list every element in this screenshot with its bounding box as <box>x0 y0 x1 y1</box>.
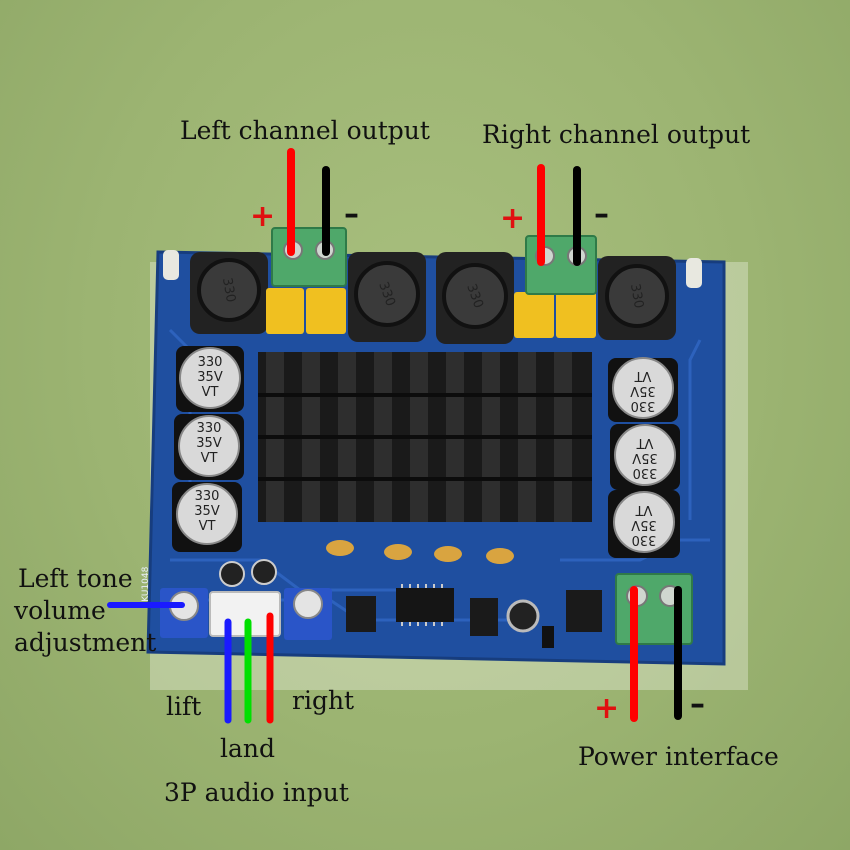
tone-label-line2: volume <box>14 596 106 625</box>
cap-right-3: 330 35V VT <box>608 490 680 558</box>
svg-text:35V: 35V <box>196 436 222 451</box>
film-cap-1 <box>266 288 304 334</box>
board-model-text: XKU1048 <box>141 566 151 608</box>
small-cap-c36 <box>506 599 540 633</box>
film-cap-3 <box>514 292 554 338</box>
power-plus: + <box>594 691 620 726</box>
potentiometer-left <box>160 588 208 638</box>
smd-resistors <box>346 596 376 632</box>
svg-text:330: 330 <box>198 355 223 370</box>
inductor-1-value: 330 <box>219 277 238 304</box>
film-cap-4 <box>556 292 596 338</box>
small-cap-c30 <box>251 559 277 585</box>
right-output-label: Right channel output <box>482 120 751 149</box>
right-output-plus: + <box>500 201 526 236</box>
inductor-4-value: 330 <box>627 283 646 310</box>
ic-chip <box>396 584 454 626</box>
potentiometer-right <box>284 588 332 640</box>
cap-left-1: 330 35V VT <box>176 346 244 412</box>
left-output-terminal <box>271 227 347 287</box>
left-output-minus: – <box>344 197 359 232</box>
right-output-minus: – <box>594 197 609 232</box>
standoff-right <box>686 258 702 288</box>
svg-text:330: 330 <box>631 398 656 413</box>
inductor-3: 330 <box>436 252 514 344</box>
power-interface-label: Power interface <box>578 742 779 771</box>
tone-label-line1: Left tone <box>18 564 133 593</box>
svg-text:330: 330 <box>632 532 657 547</box>
audio-right-label: right <box>292 686 355 715</box>
ceramic-caps <box>326 540 514 564</box>
inductor-4: 330 <box>598 256 676 340</box>
svg-text:35V: 35V <box>631 517 657 532</box>
svg-text:35V: 35V <box>630 383 656 398</box>
diode-d1 <box>566 590 602 632</box>
audio-lift-label: lift <box>166 692 202 721</box>
smd-resistors-2 <box>470 598 498 636</box>
audio-input-label: 3P audio input <box>164 778 349 807</box>
cap-right-2: 330 35V VT <box>610 424 680 490</box>
inductor-1: 330 <box>190 252 268 334</box>
cap-right-1: 330 35V VT <box>608 357 678 422</box>
svg-text:VT: VT <box>199 519 216 534</box>
inductor-2: 330 <box>348 252 426 342</box>
audio-land-label: land <box>220 734 276 763</box>
svg-text:330: 330 <box>197 421 222 436</box>
svg-text:VT: VT <box>201 451 218 466</box>
svg-text:35V: 35V <box>194 504 220 519</box>
cap-left-2: 330 35V VT <box>174 414 244 480</box>
film-cap-2 <box>306 288 346 334</box>
power-minus: – <box>690 687 705 722</box>
small-cap-c21 <box>219 561 245 587</box>
svg-text:VT: VT <box>635 368 652 383</box>
svg-text:330: 330 <box>195 489 220 504</box>
heatsink <box>258 352 592 522</box>
standoff-left <box>163 250 179 280</box>
svg-text:35V: 35V <box>197 370 223 385</box>
svg-text:VT: VT <box>637 435 654 450</box>
svg-text:VT: VT <box>636 502 653 517</box>
svg-text:330: 330 <box>633 465 658 480</box>
diode-d3 <box>542 626 554 648</box>
left-output-plus: + <box>250 199 276 234</box>
left-output-label: Left channel output <box>180 116 430 145</box>
svg-text:35V: 35V <box>632 450 658 465</box>
right-output-terminal <box>525 235 597 295</box>
svg-text:VT: VT <box>202 385 219 400</box>
cap-left-3: 330 35V VT <box>172 482 242 552</box>
tone-label-line3: adjustment <box>14 628 157 657</box>
